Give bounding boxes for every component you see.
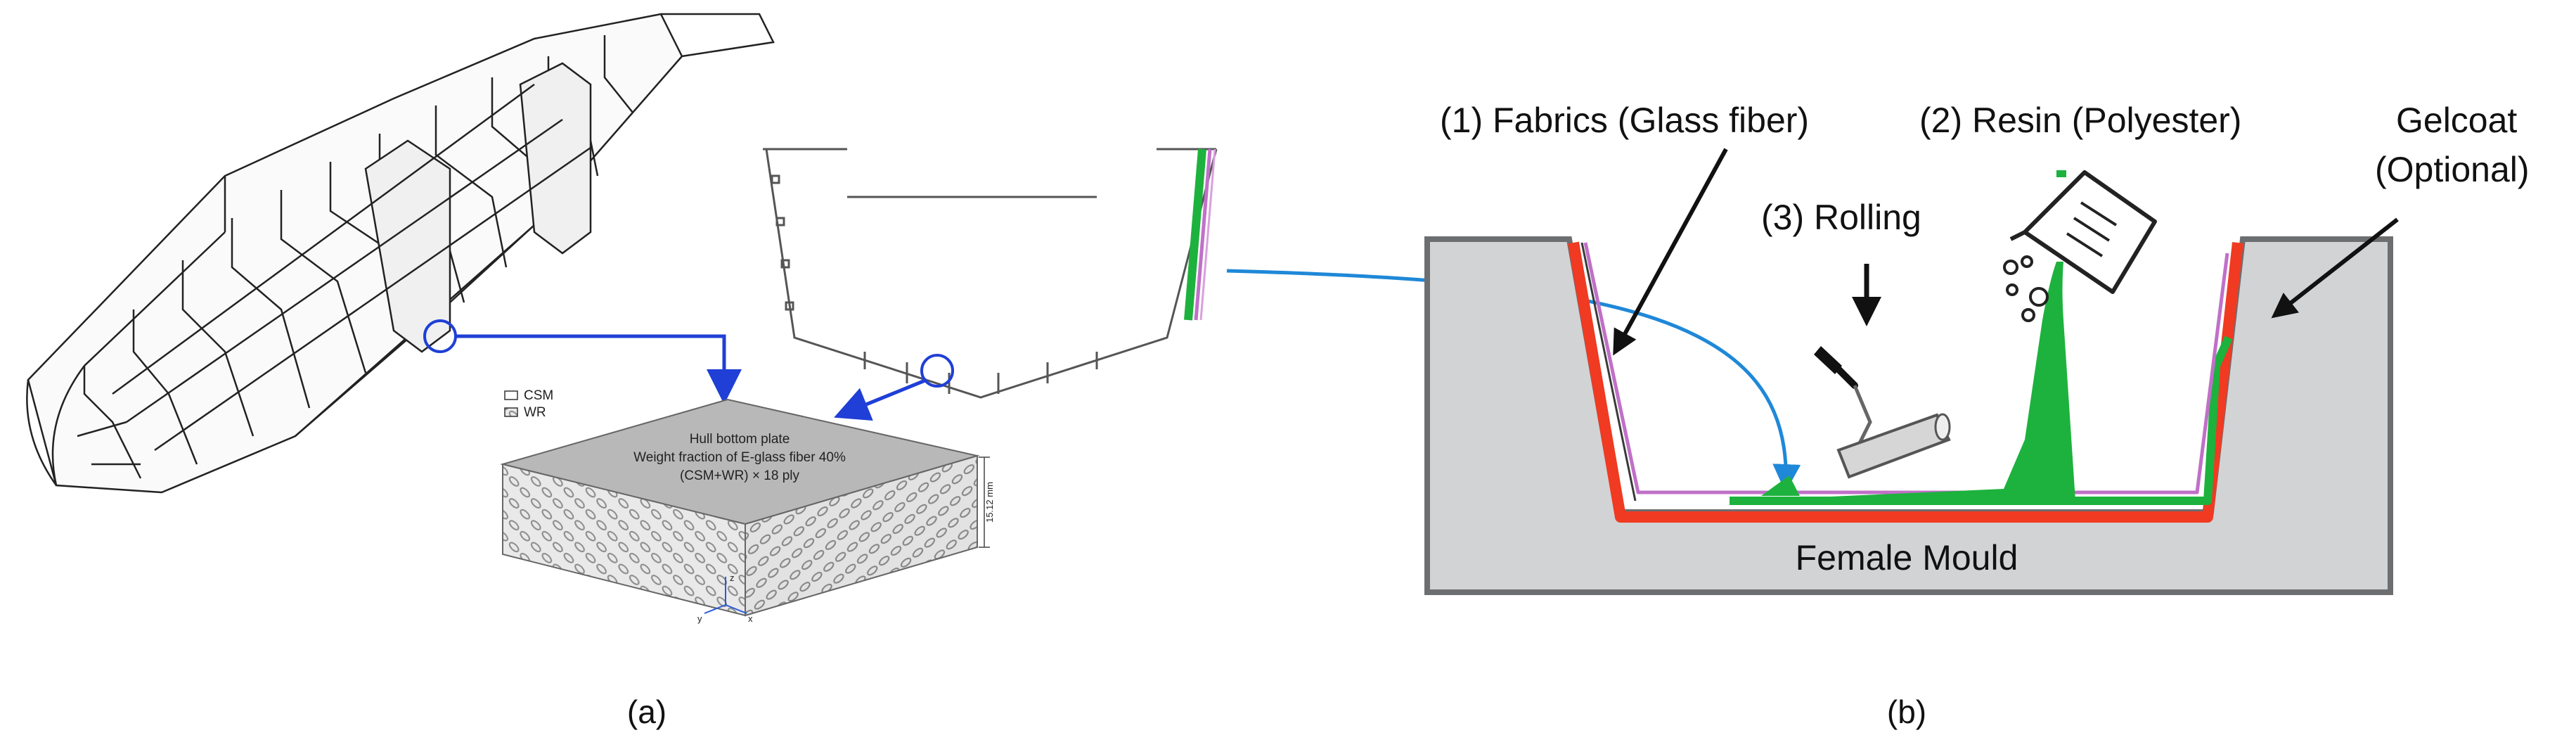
axis-label-y: y: [697, 613, 702, 624]
gelcoat-layer: [1568, 241, 2243, 523]
legend-swatch-wr: [504, 407, 518, 417]
axis-label-x: x: [748, 613, 753, 624]
connector-arrow-1: [456, 334, 742, 404]
transfer-arrow: [1226, 269, 1801, 492]
resin-beaker-icon: [2009, 170, 2157, 294]
gelcoat-label: Gelcoat: [2396, 101, 2517, 140]
resin-label: (2) Resin (Polyester): [1919, 101, 2241, 140]
axis-triad: [704, 577, 747, 614]
resin-drop: [2056, 170, 2066, 177]
legend-label-csm: CSM: [524, 388, 553, 403]
hull-cross-section: [763, 148, 1218, 399]
plate-fiber-fraction: Weight fraction of E-glass fiber 40%: [633, 450, 846, 465]
panel-b: (1) Fabrics (Glass fiber) (2) Resin (Pol…: [1424, 101, 2530, 730]
resin-stream: [2042, 262, 2063, 320]
axis-label-z: z: [730, 573, 735, 583]
plate-title: Hull bottom plate: [690, 432, 790, 447]
hull-isometric-drawing: [26, 13, 775, 494]
gelcoat-optional-label: (Optional): [2375, 150, 2530, 189]
cross-section-laminate-edge: [1184, 148, 1216, 321]
gelcoat-pointer-arrow: [2271, 217, 2399, 319]
fabrics-pointer-arrow: [1613, 148, 1728, 356]
rolling-label: (3) Rolling: [1761, 198, 1921, 237]
detail-marker-circle-2: [920, 354, 954, 388]
plate-ply-count: (CSM+WR) × 18 ply: [680, 468, 799, 483]
resin-pool: [1737, 320, 2075, 501]
thickness-label: 15.12 mm: [984, 482, 995, 523]
fabric-layer-purple: [1583, 242, 2229, 494]
caption-b: (b): [1887, 694, 1926, 730]
legend-label-wr: WR: [524, 405, 546, 420]
resin-droplets: [2003, 255, 2049, 322]
legend-swatch-csm: [504, 390, 518, 400]
laminate-legend: CSM WR: [504, 388, 553, 420]
mould-label: Female Mould: [1796, 538, 2018, 577]
connector-arrow-2: [834, 378, 927, 421]
panel-a: CSM WR Hull bottom plate Weight fraction…: [26, 13, 1218, 730]
fiber-layer-green: [1730, 336, 2233, 505]
caption-a: (a): [627, 694, 666, 730]
roller-icon: [1814, 346, 1951, 479]
fabrics-label: (1) Fabrics (Glass fiber): [1440, 101, 1809, 140]
laminate-block: Hull bottom plate Weight fraction of E-g…: [500, 398, 995, 617]
laminate-right-face: [745, 454, 978, 617]
